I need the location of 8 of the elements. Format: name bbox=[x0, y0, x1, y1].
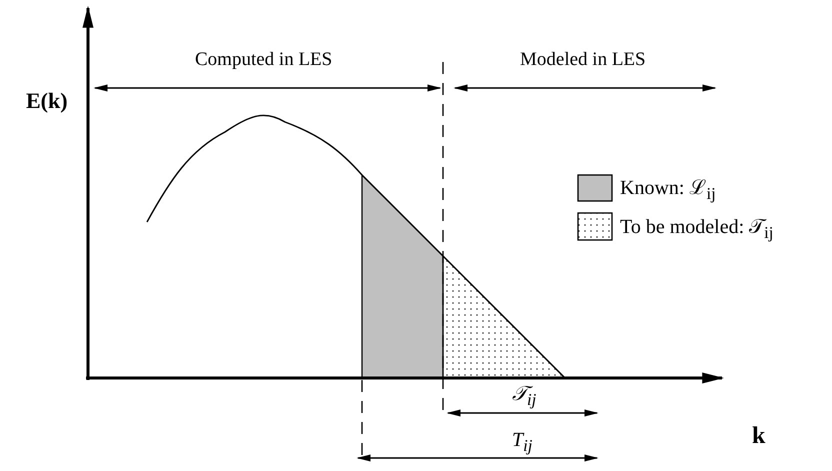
range-label: 𝒯$_{ij}$ bbox=[512, 384, 536, 409]
legend-text: Known: ℒ$_{ij}$ bbox=[620, 178, 716, 203]
region-label: Computed in LES bbox=[195, 50, 332, 69]
range-label: T$_{ij}$ bbox=[512, 430, 532, 455]
axis-label: E(k) bbox=[26, 90, 68, 112]
legend-text: To be modeled: 𝒯$_{ij}$ bbox=[620, 217, 774, 242]
axis-label: k bbox=[752, 424, 766, 448]
region-label: Modeled in LES bbox=[520, 50, 646, 69]
